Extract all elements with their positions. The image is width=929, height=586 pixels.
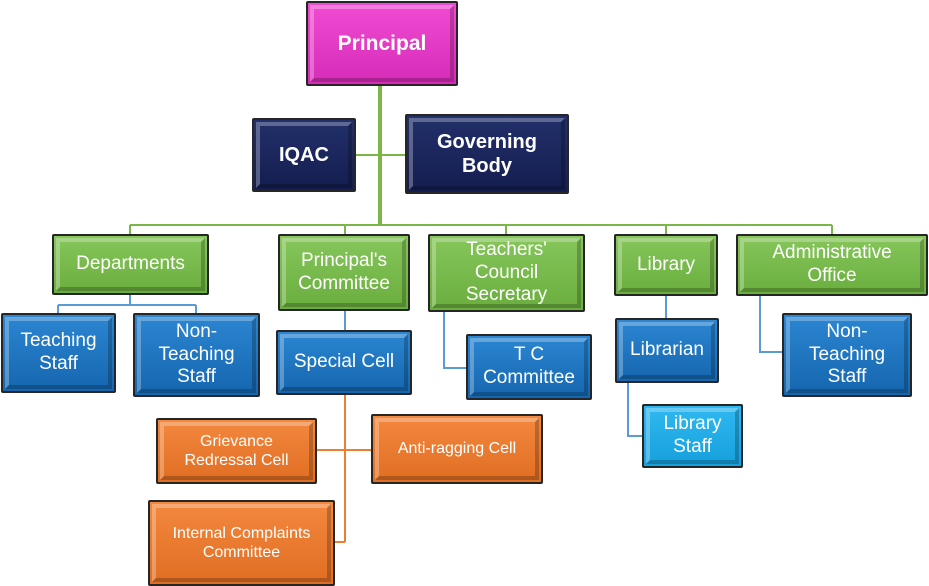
node-iqac: IQAC	[252, 118, 356, 192]
node-anti-ragging-cell: Anti-ragging Cell	[371, 414, 543, 484]
node-library-staff: Library Staff	[642, 404, 743, 468]
node-teachers-council: Teachers' Council Secretary	[428, 234, 585, 312]
node-librarian: Librarian	[615, 318, 719, 383]
node-grievance-cell: Grievance Redressal Cell	[156, 418, 317, 484]
connector-librarian	[627, 383, 642, 437]
node-internal-complaints: Internal Complaints Committee	[148, 500, 335, 586]
node-non-teaching-staff-admin: Non- Teaching Staff	[782, 313, 912, 397]
node-administrative-office: Administrative Office	[736, 234, 928, 296]
node-library: Library	[614, 234, 718, 296]
node-governing-body: Governing Body	[405, 114, 569, 194]
connector-admin	[759, 296, 784, 353]
node-non-teaching-staff-dept: Non- Teaching Staff	[133, 313, 260, 397]
node-special-cell: Special Cell	[276, 330, 412, 395]
node-principals-committee: Principal's Committee	[278, 234, 410, 311]
node-teaching-staff: Teaching Staff	[1, 313, 116, 393]
node-tc-committee: T C Committee	[466, 334, 592, 400]
connector-teachers-council	[443, 312, 468, 369]
node-departments: Departments	[52, 234, 209, 295]
node-principal: Principal	[306, 1, 458, 86]
